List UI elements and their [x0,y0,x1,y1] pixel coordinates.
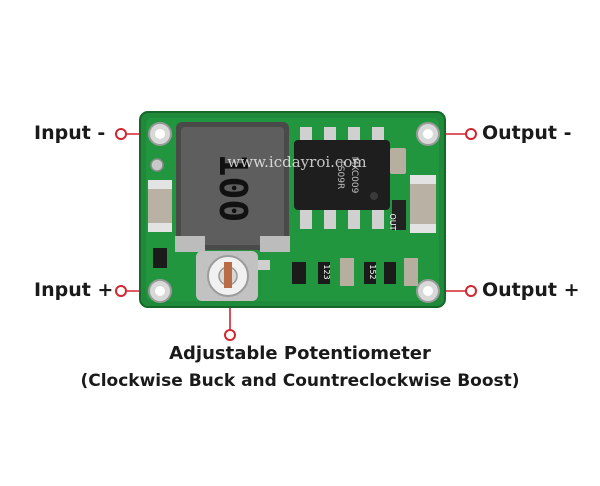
marker-input-minus [115,128,127,140]
chip-marking-1: MXC009 [349,157,359,194]
chip-marking-2: FS09R [335,161,345,189]
resistor-marking-1: 123 [322,264,331,279]
right-capacitors [410,175,436,233]
caption-line-2: (Clockwise Buck and Countreclockwise Boo… [80,371,520,391]
out-marking: OUT [388,213,397,230]
output-minus-label: Output - [482,122,572,144]
output-plus-label: Output + [482,279,580,301]
via [150,158,164,172]
marker-output-minus [465,128,477,140]
inductor-marking: 100 [211,154,255,223]
caption-line-1: Adjustable Potentiometer [169,343,431,364]
ic-chip: MXC009 FS09R [294,127,390,229]
watermark: www.icdayroi.com [227,153,366,171]
input-plus-label: Input + [34,279,114,301]
left-capacitors [148,180,172,232]
diode [392,200,406,230]
smd-part-left [153,248,167,268]
smd-capacitor-small [390,148,406,174]
inductor: 100 [175,122,290,252]
smd-components [244,258,418,286]
marker-output-plus [465,285,477,297]
potentiometer [196,251,258,301]
marker-input-plus [115,285,127,297]
corner-pads [148,122,440,303]
marker-potentiometer [224,329,236,341]
input-minus-label: Input - [34,122,106,144]
resistor-marking-2: 152 [368,264,377,279]
